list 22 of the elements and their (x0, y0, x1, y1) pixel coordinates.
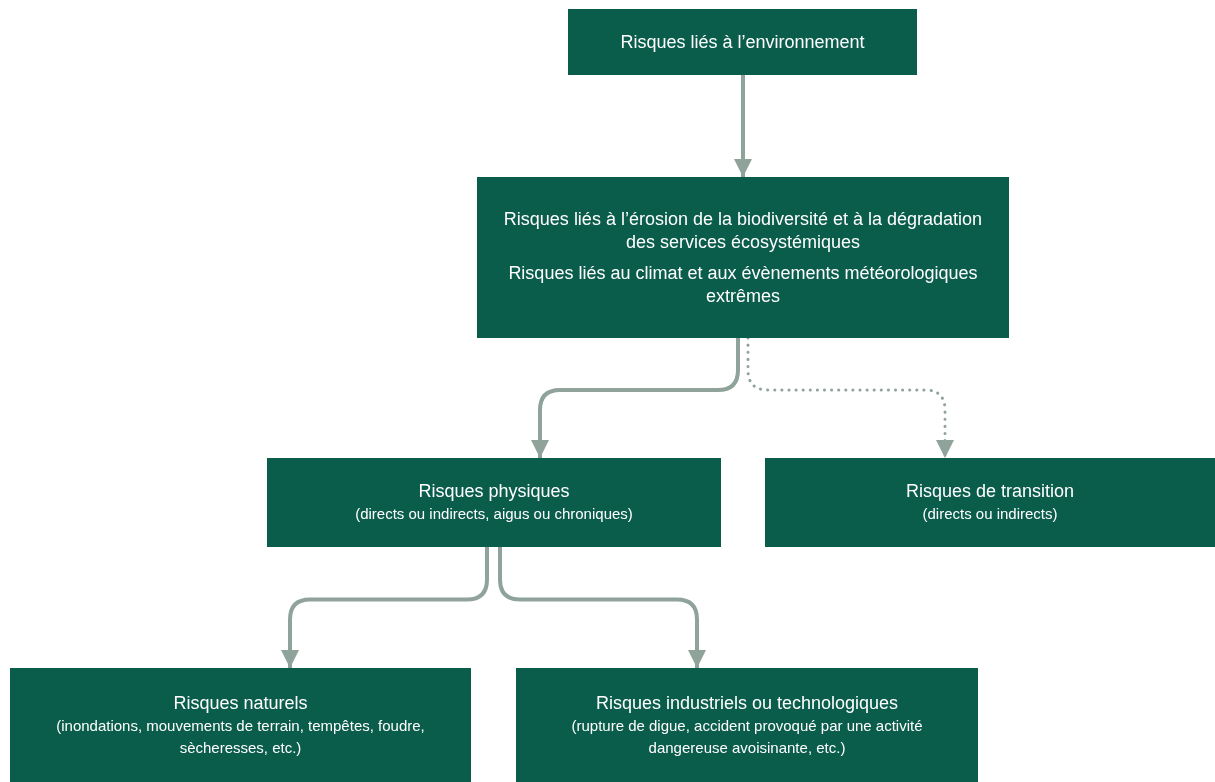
box-description: (rupture de digue, accident provoqué par une activité dangereuse avoisinante, etc.) (570, 715, 924, 758)
arrow (531, 338, 740, 458)
process-box (477, 177, 1009, 338)
process-box (10, 668, 471, 782)
arrow (746, 336, 954, 460)
box-heading: Risques naturels (173, 691, 308, 715)
process-box (516, 668, 978, 782)
box-heading: Risques industriels ou technologiques (595, 691, 899, 715)
process-box (267, 458, 721, 547)
box-heading: Risques liés au climat et aux évènements météorologiques extrêmes (507, 261, 979, 308)
box-heading: Risques physiques (418, 480, 570, 503)
box-description: (directs ou indirects, aigus ou chroniques) (355, 504, 633, 524)
box-heading: Risques liés à l’environnement (620, 30, 865, 54)
process-box (568, 9, 917, 75)
arrow (734, 75, 752, 177)
arrow (281, 547, 489, 668)
box-description: (inondations, mouvements de terrain, tempêtes, foudre, sècheresses, etc.) (55, 715, 426, 758)
arrow (498, 547, 706, 668)
box-description: (directs ou indirects) (922, 504, 1058, 524)
box-heading: Risques liés à l’érosion de la biodiversité et à la dégradation des services écosystémiques (502, 207, 984, 254)
box-heading: Risques de transition (905, 480, 1075, 503)
process-box (765, 458, 1215, 547)
